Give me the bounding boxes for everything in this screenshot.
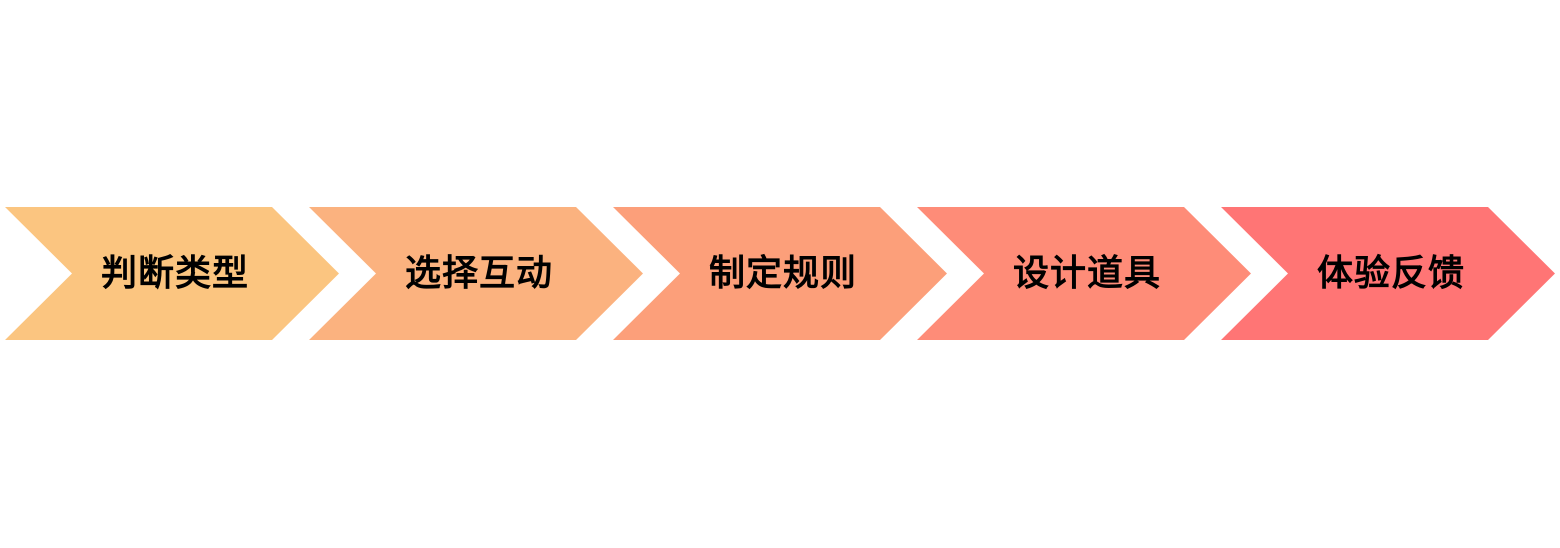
step-label-4: 设计道具 (1012, 252, 1161, 294)
step-chevron-3: 制定规则 (613, 207, 947, 340)
step-chevron-1: 判断类型 (5, 207, 339, 340)
step-label-1: 判断类型 (100, 252, 249, 294)
step-label-5: 体验反馈 (1316, 252, 1465, 294)
step-chevron-2: 选择互动 (309, 207, 643, 340)
step-label-2: 选择互动 (404, 252, 553, 294)
step-label-3: 制定规则 (708, 252, 857, 294)
step-chevron-5: 体验反馈 (1221, 207, 1555, 340)
step-chevron-4: 设计道具 (917, 207, 1251, 340)
